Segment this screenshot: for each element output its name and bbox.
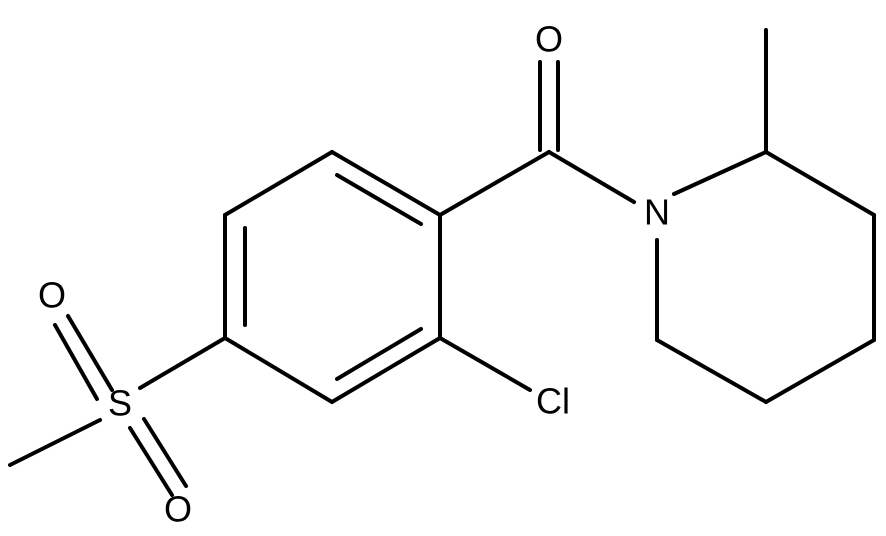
bond-ring-to-chlorine (438, 336, 532, 392)
atom-label-carbonyl-oxygen: O (535, 19, 563, 60)
carbonyl-group (438, 60, 636, 217)
benzene-ring (223, 150, 442, 404)
bond-nitrogen-to-c2 (672, 150, 768, 196)
bond-c2-to-c3 (764, 150, 876, 217)
piperidine-ring (655, 28, 876, 404)
ring-bond-c3-c4 (223, 336, 334, 404)
atom-label-chlorine: Cl (536, 381, 570, 422)
sulfonyl-top-double-a (66, 314, 114, 392)
atom-label-sulfonyl-oxygen-bottom: O (164, 489, 192, 530)
bond-sulfur-to-methyl (8, 418, 102, 467)
ring-bond-c2-c3 (330, 336, 442, 404)
bond-c4-to-c5 (764, 338, 876, 404)
bond-c5-to-c6 (655, 338, 768, 404)
atom-label-nitrogen: N (644, 192, 670, 233)
bond-carbonyl-to-ring (438, 150, 551, 217)
ring-bond-c5-c6 (223, 150, 334, 217)
ring-bond-c6-c1 (330, 150, 442, 217)
ring-inner-bond-a (335, 173, 423, 226)
sulfonyl-bottom-double-a (128, 426, 174, 497)
ring-inner-bond-b (335, 327, 423, 381)
sulfonyl-top-double-b (53, 323, 99, 401)
methylsulfonyl-group (8, 314, 227, 497)
sulfonyl-bottom-double-b (142, 417, 188, 488)
bond-ring-to-sulfur (138, 336, 227, 390)
atom-label-sulfonyl-oxygen-top: O (38, 275, 66, 316)
atom-label-sulfur: S (108, 383, 132, 424)
bond-carbonyl-to-nitrogen (547, 150, 636, 204)
